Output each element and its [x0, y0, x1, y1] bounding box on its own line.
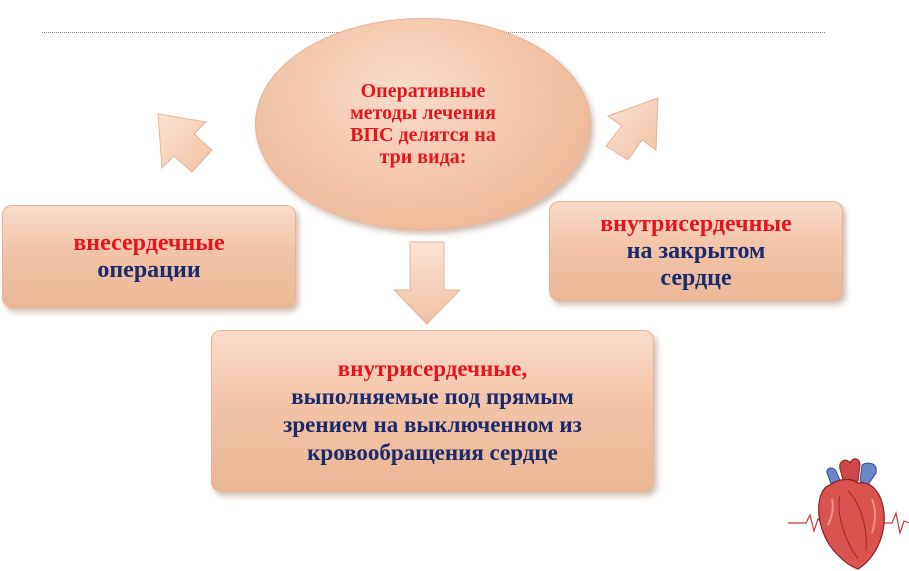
center-ellipse: Оперативные методы лечения ВПС делятся н… [255, 18, 591, 230]
arrow-right-icon [605, 97, 659, 161]
left-box-text: операции [97, 256, 201, 283]
bottom-box-text-2: зрением на выключенном из [283, 412, 582, 437]
center-line-1: Оперативные [360, 80, 486, 102]
right-box-text-2: сердце [660, 264, 732, 291]
bottom-box-text-1: выполняемые под прямым [291, 384, 574, 409]
center-line-2: методы лечения [350, 102, 496, 124]
left-category-box: внесердечные операции [2, 205, 296, 308]
right-box-highlight: внутрисердечные [600, 210, 792, 237]
bottom-category-box: внутрисердечные, выполняемые под прямым … [211, 330, 654, 492]
arrow-left-icon [157, 113, 213, 173]
right-category-box: внутрисердечные на закрытом сердце [549, 201, 843, 301]
heart-icon [788, 458, 909, 570]
right-box-text-1: на закрытом [626, 237, 766, 264]
left-box-highlight: внесердечные [73, 229, 225, 256]
arrow-down-icon [392, 241, 462, 325]
bottom-box-highlight: внутрисердечные, [337, 356, 528, 381]
bottom-box-text-3: кровообращения сердце [307, 440, 558, 465]
center-line-4: три вида: [379, 146, 467, 168]
center-line-3: ВПС делятся на [350, 124, 496, 146]
